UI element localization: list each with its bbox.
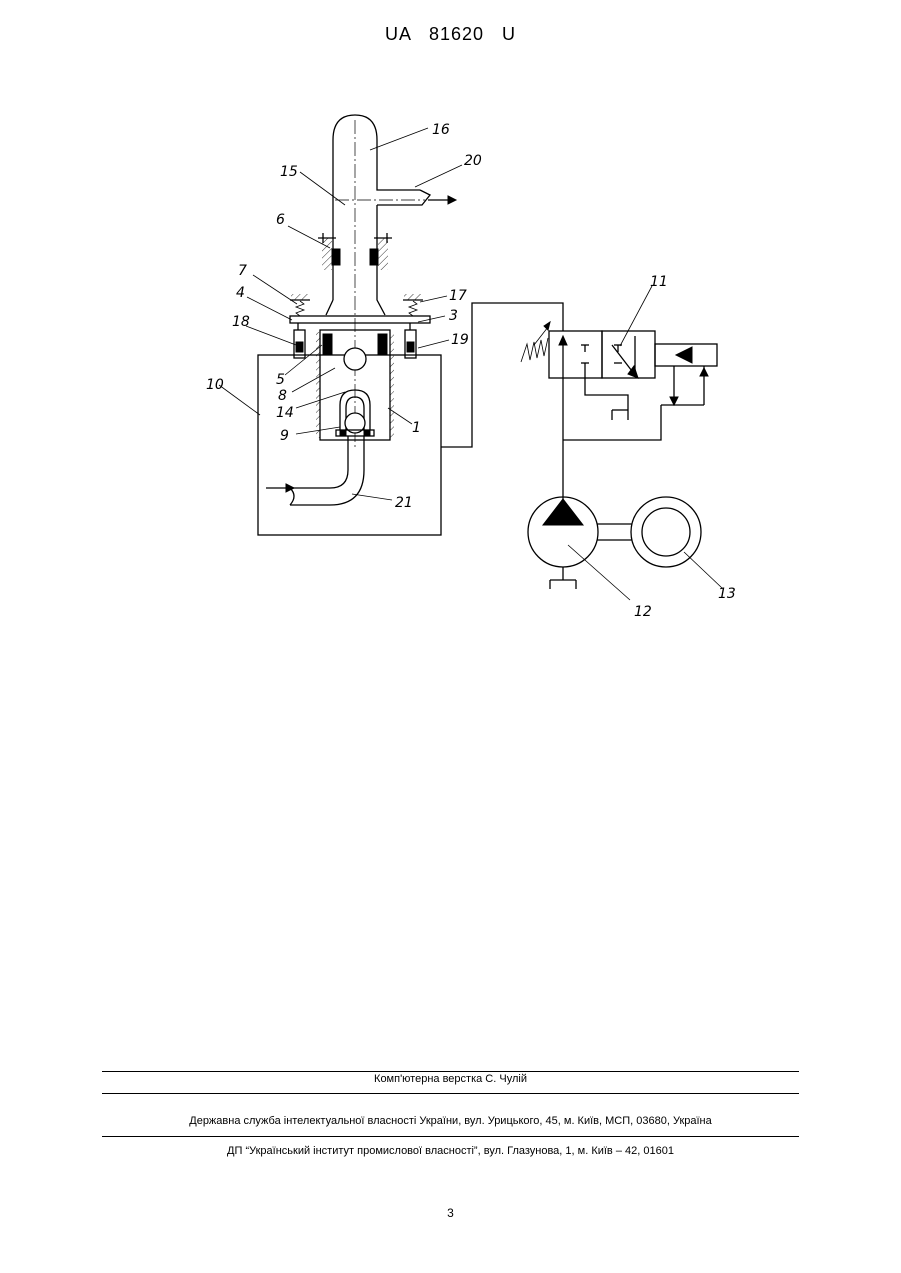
- label-3: 3: [449, 308, 458, 324]
- label-5: 5: [276, 372, 285, 388]
- institute-address: ДП “Український інститут промислової вла…: [0, 1145, 901, 1157]
- label-6: 6: [276, 212, 285, 228]
- leader-lines: [219, 128, 722, 600]
- label-17: 17: [449, 288, 467, 304]
- label-19: 18: [232, 314, 250, 330]
- patent-figure: 16 15 20 6 7 4 18 10 5 8 14 9 1 17 3 19 …: [0, 0, 901, 700]
- label-9: 9: [280, 428, 289, 444]
- label-20: 20: [464, 153, 482, 169]
- label-1: 1: [412, 420, 421, 436]
- label-10: 10: [206, 377, 224, 393]
- page-number: 3: [0, 1206, 901, 1220]
- footer-rule-1: [102, 1071, 799, 1072]
- label-18: 19: [451, 332, 469, 348]
- reference-numerals: 16 15 20 6 7 4 18 10 5 8 14 9 1 17 3 19 …: [206, 122, 736, 620]
- label-4: 4: [236, 285, 245, 301]
- tank-body: [258, 355, 441, 535]
- label-7: 7: [238, 263, 247, 279]
- footer-rule-3: [102, 1136, 799, 1137]
- label-14: 14: [276, 405, 294, 421]
- coupling: [597, 524, 632, 540]
- motor-13: [631, 497, 701, 567]
- label-13: 13: [718, 586, 736, 602]
- label-12: 12: [634, 604, 652, 620]
- label-16: 16: [432, 122, 450, 138]
- label-15: 15: [280, 164, 298, 180]
- layout-credit: Комп'ютерна верстка С. Чулій: [0, 1073, 901, 1085]
- label-21: 21: [395, 495, 413, 511]
- signal-line: [441, 303, 563, 447]
- inlet-pipe: [266, 436, 364, 505]
- lever-assembly: [290, 294, 430, 358]
- label-11: 11: [650, 274, 668, 290]
- agency-address: Державна служба інтелектуальної власност…: [0, 1115, 901, 1127]
- footer-rule-2: [102, 1093, 799, 1094]
- label-8: 8: [278, 388, 287, 404]
- pump-12: [528, 497, 598, 589]
